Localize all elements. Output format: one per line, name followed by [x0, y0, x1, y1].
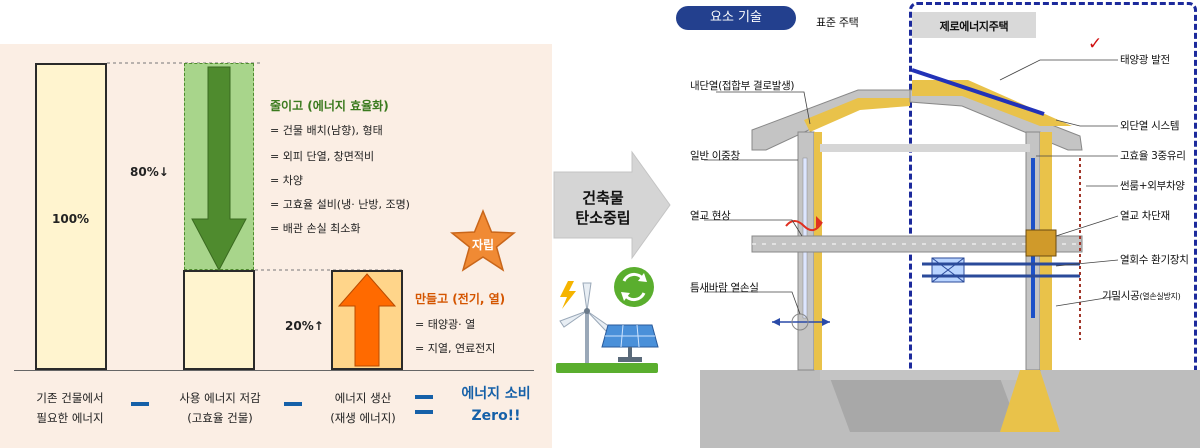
result-zero-energy: 에너지 소비 Zero!! — [446, 383, 546, 427]
standard-house-label: 표준 주택 — [816, 16, 859, 29]
minus-sign — [131, 402, 149, 406]
callout-interior-insulation: 내단열(접합부 결로발생) — [690, 80, 795, 92]
production-arrow — [337, 273, 397, 367]
equals-sign-bottom — [415, 410, 433, 414]
carbon-neutral-arrow — [553, 150, 671, 260]
caption-line: (고효율 건물) — [187, 411, 253, 425]
caption-line: 기존 건물에서 — [36, 391, 104, 405]
minus-sign — [284, 402, 302, 406]
reduction-percent-value: 80% — [130, 165, 159, 179]
reduce-item: = 외피 단열, 창면적비 — [270, 150, 375, 163]
baseline — [14, 370, 534, 371]
callout-heat-recovery-ventilator: 열회수 환기장치 — [1120, 254, 1189, 266]
callout-triple-glass: 고효율 3중유리 — [1120, 150, 1186, 162]
caption-energy-production: 에너지 생산 (재생 에너지) — [318, 388, 408, 428]
callout-exterior-insulation: 외단열 시스템 — [1120, 120, 1180, 132]
renewable-energy-icon — [556, 267, 659, 373]
airtight-label: 기밀시공 — [1102, 290, 1140, 302]
carbon-neutral-label: 건축물 탄소중립 — [553, 188, 653, 228]
produce-title: 만들고 (전기, 열) — [415, 292, 506, 306]
callout-double-window: 일반 이중창 — [690, 150, 740, 162]
required-energy-bar — [35, 63, 107, 370]
zero-energy-house-label-box — [912, 12, 1036, 38]
reduce-item: = 차양 — [270, 174, 303, 187]
house-cross-section — [700, 59, 1200, 448]
produce-item: = 태양광· 열 — [415, 318, 476, 331]
produce-item: = 지열, 연료전지 — [415, 342, 496, 355]
caption-line: 에너지 생산 — [334, 391, 392, 405]
callout-airtight-construction: 기밀시공(열손실방지) — [1102, 288, 1181, 303]
equals-sign-top — [415, 395, 433, 399]
callout-thermal-break: 열교 차단재 — [1120, 210, 1170, 222]
reduce-item: = 고효율 설비(냉· 난방, 조명) — [270, 198, 410, 211]
result-line: 에너지 소비 — [461, 386, 531, 402]
caption-line: 사용 에너지 저감 — [179, 391, 261, 405]
checkmark-icon: ✓ — [1088, 34, 1102, 54]
required-energy-percent: 100% — [52, 212, 90, 226]
element-technology-tag: 요소 기술 — [676, 6, 796, 30]
star-badge-icon — [449, 209, 517, 272]
result-line: Zero!! — [471, 408, 521, 424]
reduced-energy-bar — [183, 270, 255, 370]
production-percent-value: 20% — [285, 319, 314, 333]
caption-line: 필요한 에너지 — [36, 411, 104, 425]
down-arrow-icon: ↓ — [158, 165, 169, 179]
up-arrow-icon: ↑ — [313, 319, 324, 333]
airtight-suffix: (열손실방지) — [1139, 292, 1181, 301]
self-sufficiency-label: 자립 — [471, 238, 495, 252]
reduction-percent: 80%↓ — [130, 165, 169, 179]
caption-reduced-energy: 사용 에너지 저감 (고효율 건물) — [165, 388, 275, 428]
caption-line: (재생 에너지) — [330, 411, 396, 425]
reduce-title: 줄이고 (에너지 효율화) — [270, 99, 389, 113]
callout-solar-power: 태양광 발전 — [1120, 54, 1170, 66]
caption-required-energy: 기존 건물에서 필요한 에너지 — [25, 388, 115, 428]
production-percent: 20%↑ — [285, 319, 324, 333]
reduce-item: = 건물 배치(남향), 형태 — [270, 124, 383, 137]
callout-sunroom-shading: 썬룸+외부차양 — [1120, 180, 1185, 192]
zero-energy-house-label: 제로에너지주택 — [939, 20, 1009, 33]
arrow-line: 탄소중립 — [575, 209, 631, 227]
callout-air-leak-loss: 틈새바람 열손실 — [690, 282, 759, 294]
reduce-item: = 배관 손실 최소화 — [270, 222, 361, 235]
callout-thermal-bridge: 열교 현상 — [690, 210, 731, 222]
arrow-line: 건축물 — [582, 189, 624, 207]
reduction-arrow — [191, 66, 247, 272]
